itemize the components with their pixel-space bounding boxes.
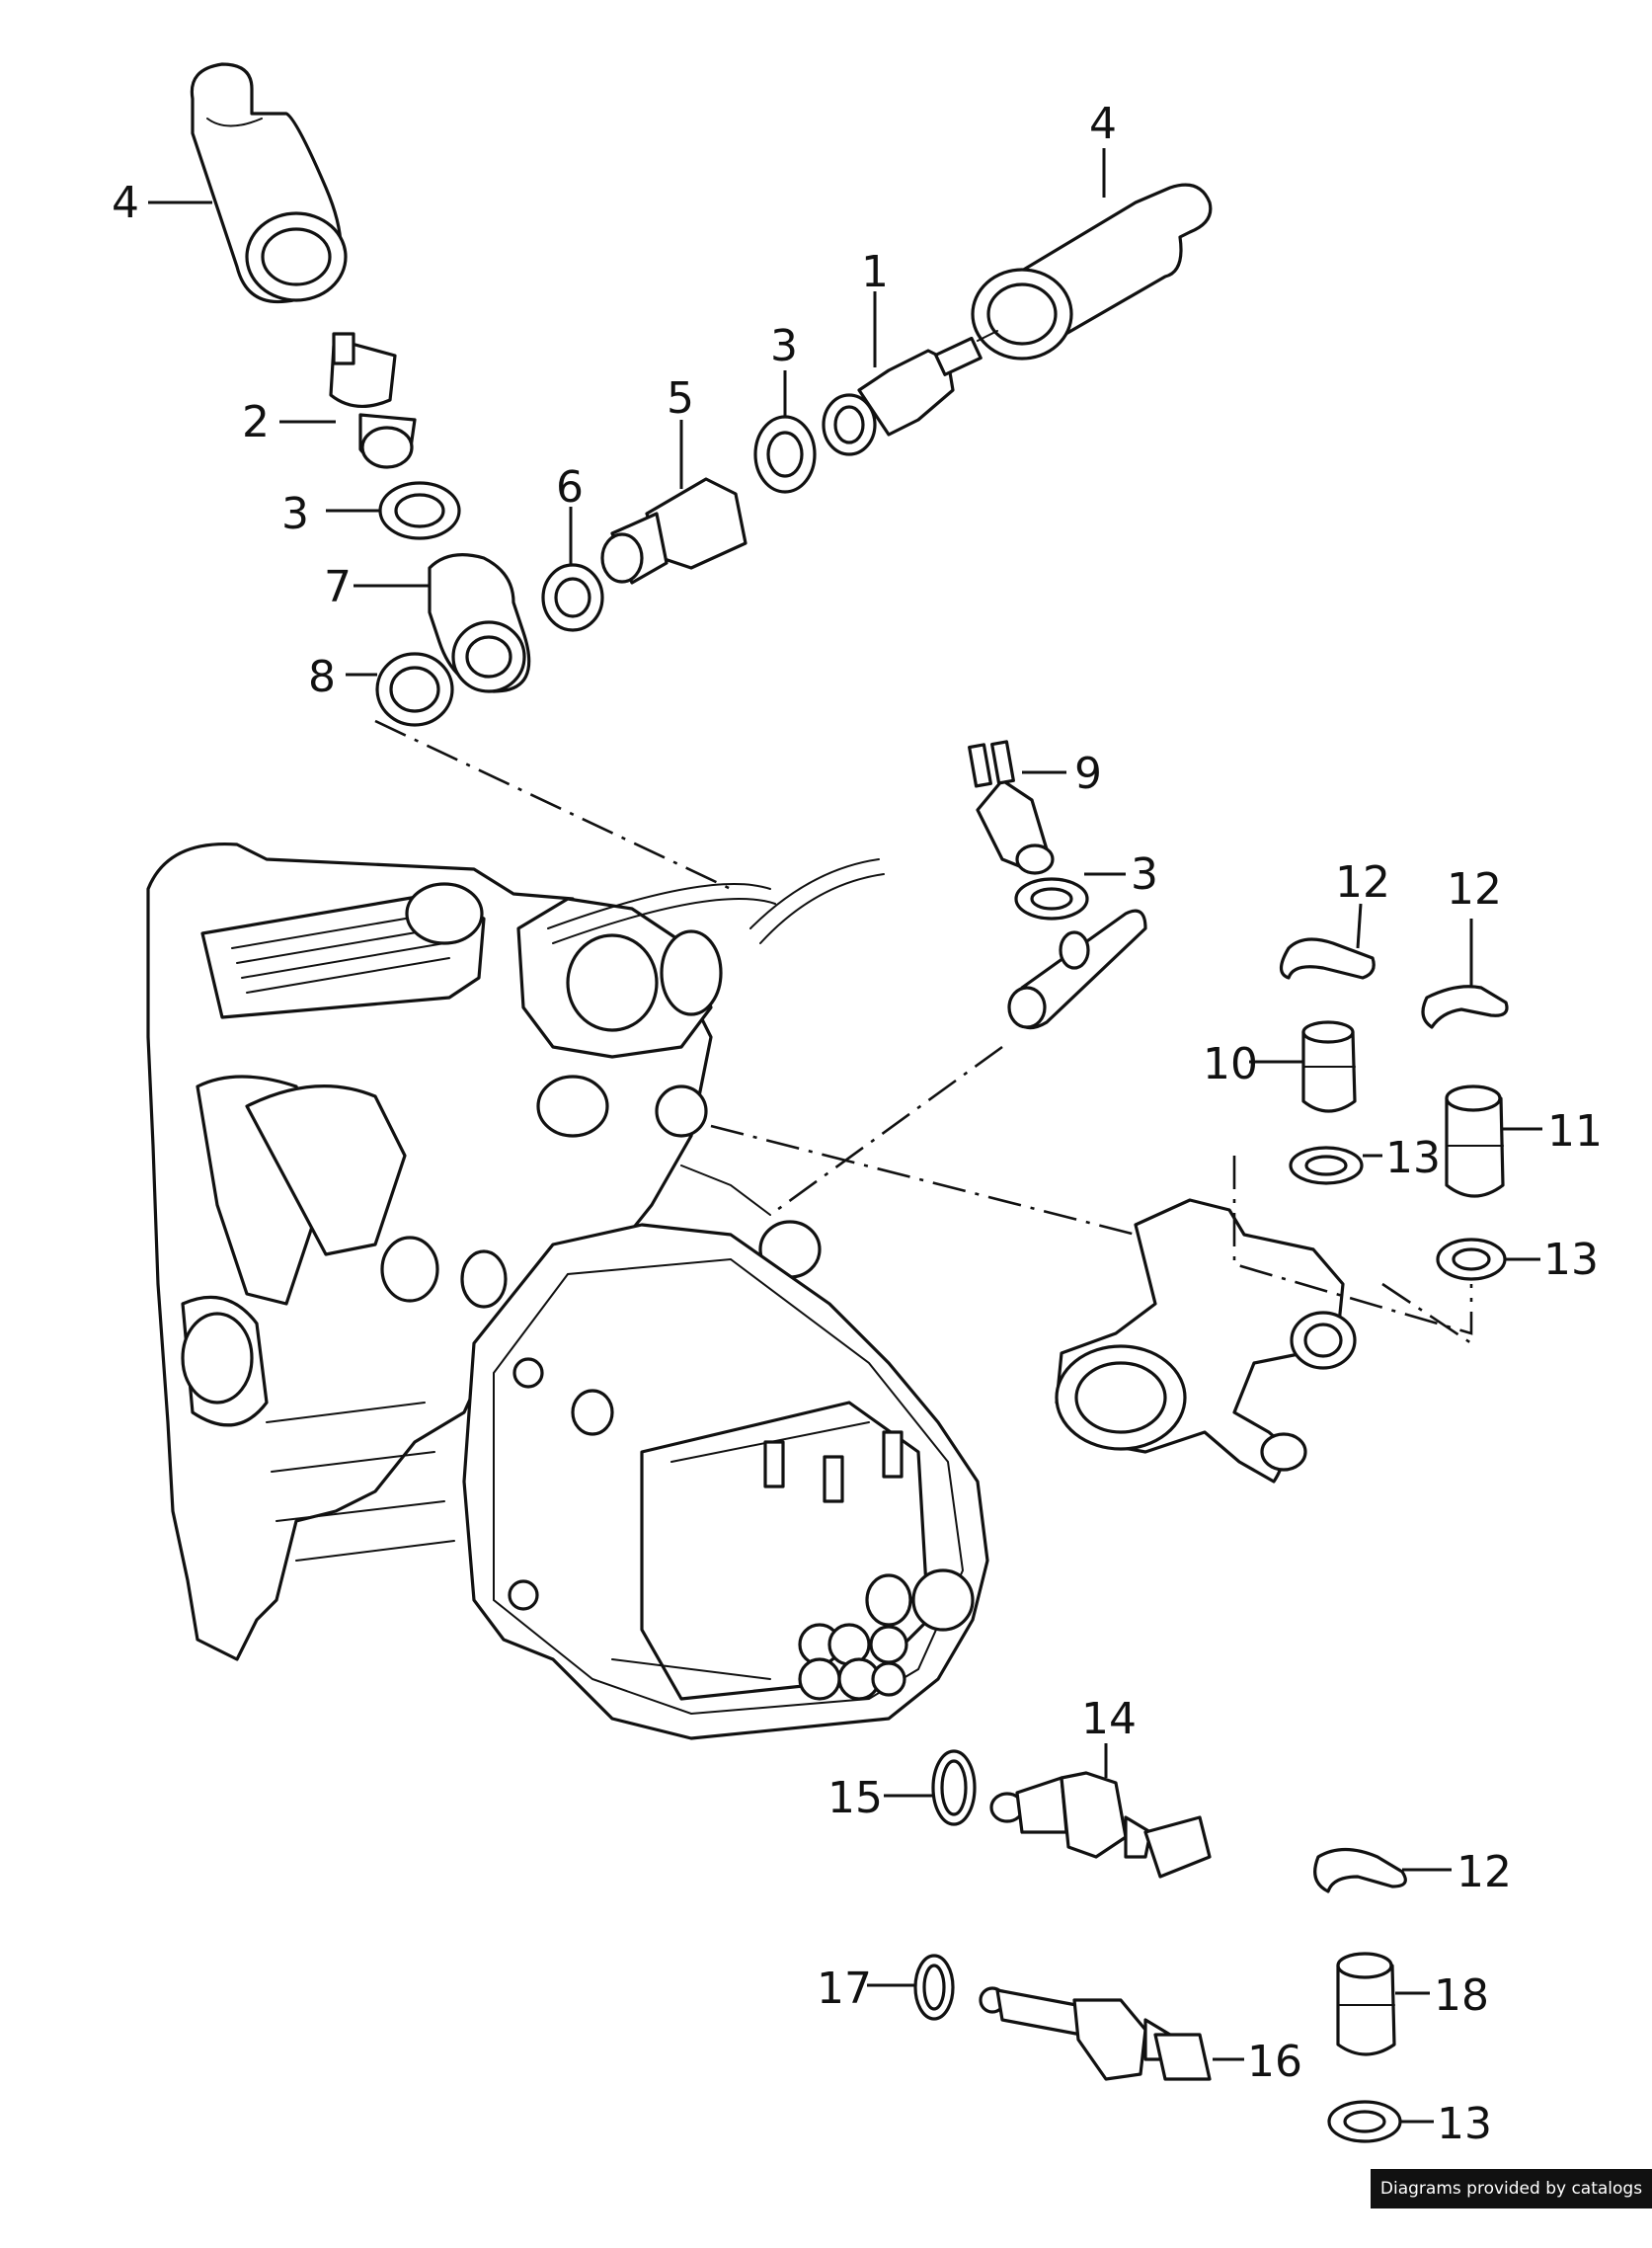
part-14-sender (989, 1771, 1212, 1879)
callout-16: 16 (1247, 2037, 1302, 2087)
part-11-cap (1445, 1084, 1505, 1198)
guide-line-right (1232, 1156, 1473, 1335)
leader-lines (148, 148, 1542, 2124)
thermostat-housing (1055, 1198, 1357, 1484)
part-6-washer (541, 563, 604, 632)
part-15-o-ring (931, 1749, 977, 1826)
guide-line-upper (374, 719, 732, 891)
part-2-sender (329, 332, 417, 469)
callout-labels: 4 4 1 2 3 3 5 6 7 8 9 3 12 12 10 11 13 1… (112, 99, 1603, 2149)
transmission-housing (462, 1223, 989, 1740)
callout-8: 8 (308, 652, 336, 702)
part-17-o-ring (913, 1954, 955, 2021)
callout-6: 6 (556, 462, 584, 513)
callout-13-c: 13 (1437, 2099, 1492, 2149)
callout-12-a: 12 (1335, 857, 1390, 908)
callout-11: 11 (1547, 1106, 1603, 1157)
part-4-boot-right (971, 183, 1213, 361)
callout-4-right: 4 (1089, 99, 1117, 149)
part-3-washer-c (1014, 877, 1089, 921)
part-3-washer-a (378, 481, 461, 540)
callout-5: 5 (667, 373, 694, 424)
callout-12-b: 12 (1447, 864, 1502, 915)
callout-13-b: 13 (1543, 1235, 1599, 1285)
part-18-cap (1336, 1952, 1396, 2056)
part-1-temperature-sender (822, 330, 998, 456)
callout-7: 7 (324, 562, 352, 612)
callout-18: 18 (1434, 1970, 1489, 2021)
engine-assembly (146, 842, 885, 1661)
part-13-washer-b (1436, 1238, 1507, 1281)
part-5-adapter (600, 477, 747, 585)
part-7-banjo-fitting (428, 553, 531, 693)
callout-3-b: 3 (770, 321, 798, 371)
part-12-clip-a (1279, 937, 1376, 980)
part-16-sender (979, 1986, 1212, 2081)
callout-14: 14 (1081, 1694, 1137, 1744)
callout-10: 10 (1203, 1039, 1258, 1089)
part-3-washer-b (753, 415, 817, 494)
callout-1: 1 (861, 247, 889, 297)
callout-12-c: 12 (1456, 1847, 1512, 1897)
coolant-pipe (1007, 909, 1147, 1030)
part-12-clip-b (1421, 985, 1509, 1029)
part-10-cap (1301, 1020, 1357, 1113)
callout-3-a: 3 (281, 489, 309, 539)
callout-3-c: 3 (1131, 849, 1158, 900)
callout-9: 9 (1074, 749, 1102, 799)
guide-line-right-b (1381, 1282, 1472, 1345)
callout-13-a: 13 (1385, 1133, 1441, 1183)
callout-2: 2 (242, 397, 270, 447)
part-9-switch (968, 740, 1055, 875)
callout-4-left: 4 (112, 178, 139, 228)
guide-line-pipe (769, 1045, 1003, 1217)
credit-banner: Diagrams provided by catalogs parts (1371, 2169, 1652, 2238)
part-13-washer-a (1289, 1146, 1364, 1185)
part-13-washer-c (1327, 2100, 1402, 2143)
callout-15: 15 (827, 1773, 883, 1823)
callout-17: 17 (817, 1964, 872, 2014)
part-12-clip-c (1313, 1847, 1407, 1893)
part-4-boot-left (190, 62, 348, 304)
part-8-washer (375, 652, 454, 727)
guide-line-housing (710, 1124, 1137, 1237)
